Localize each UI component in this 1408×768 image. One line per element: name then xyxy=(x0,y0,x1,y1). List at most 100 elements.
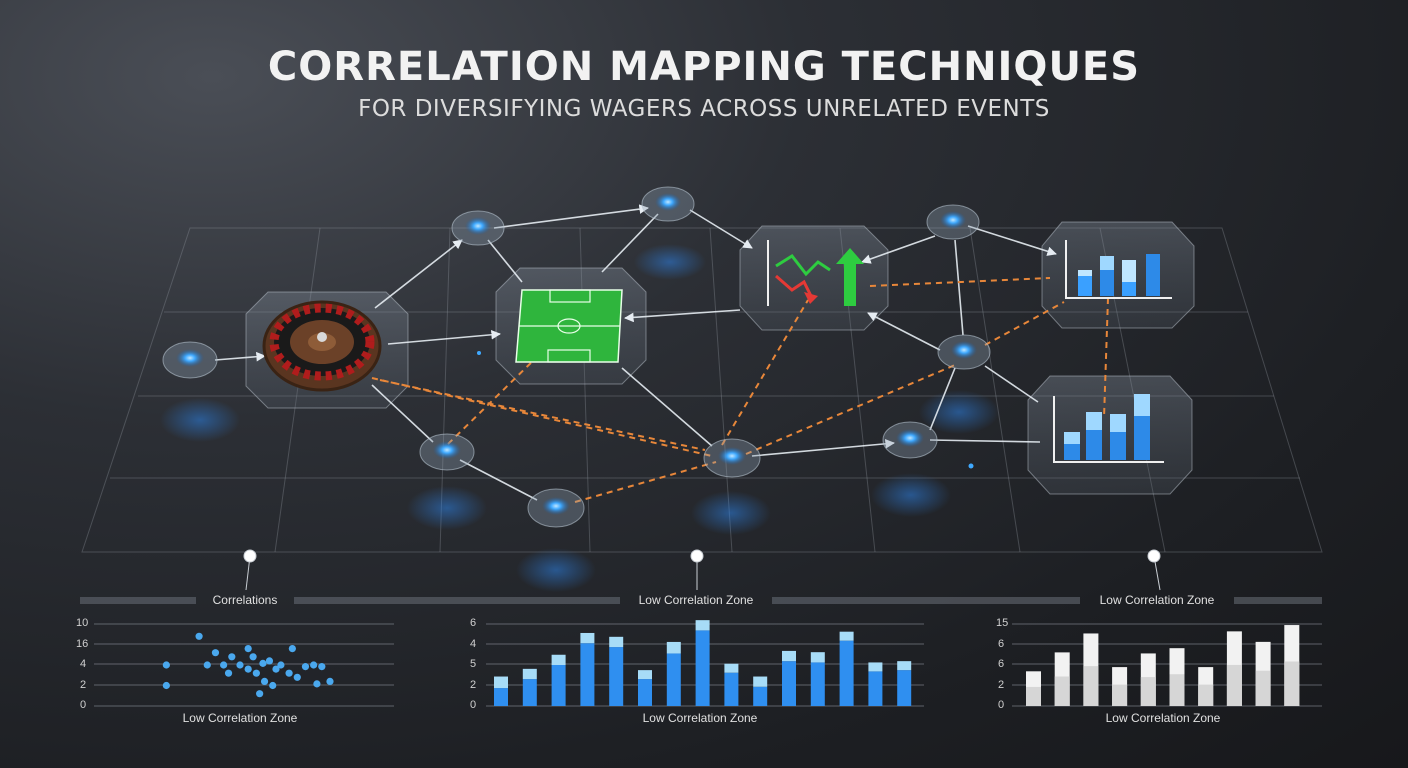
bar-segment xyxy=(638,679,652,706)
node-top-1[interactable] xyxy=(451,210,505,246)
bar-segment xyxy=(522,679,537,706)
scatter-point xyxy=(277,661,285,669)
scatter-point xyxy=(326,677,334,686)
chart-2-ytick: 2 xyxy=(470,679,477,691)
node-bottom-4[interactable] xyxy=(882,421,938,459)
scatter-point xyxy=(293,673,301,681)
scatter-point xyxy=(224,669,233,677)
scatter-point xyxy=(256,690,264,698)
scatter-point xyxy=(259,659,267,667)
scatter-point xyxy=(249,653,257,661)
soccer-field-icon xyxy=(515,289,623,363)
bar-segment xyxy=(782,661,796,706)
bar-shade xyxy=(1112,684,1128,706)
chart-2-ytick: 5 xyxy=(470,658,477,670)
chart-3-ytick: 15 xyxy=(996,617,1009,629)
chart-2-title: Low Correlation Zone xyxy=(638,593,754,607)
chart-header-bars xyxy=(80,597,1322,604)
bar-cap xyxy=(494,676,508,689)
bar-segment xyxy=(897,670,912,706)
trend-arrows-icon xyxy=(767,240,864,306)
bar-cap xyxy=(839,631,854,641)
bar-shade xyxy=(1255,670,1271,706)
node-top-3[interactable] xyxy=(926,204,980,240)
chart-3-ytick: 6 xyxy=(998,658,1005,670)
scatter-chart xyxy=(162,632,334,698)
chart-3-xlabel: Low Correlation Zone xyxy=(1105,711,1221,725)
scatter-point xyxy=(211,649,220,657)
scatter-point xyxy=(301,663,310,671)
panel-market xyxy=(739,225,889,331)
chart-1-ytick: 4 xyxy=(80,658,87,670)
bar-cap xyxy=(810,652,825,663)
bar-shade xyxy=(1083,666,1099,706)
bar-shade xyxy=(1169,674,1185,706)
chart-2-ytick: 6 xyxy=(470,617,477,629)
scatter-point xyxy=(269,681,277,690)
node-top-2[interactable] xyxy=(641,186,695,222)
scatter-point xyxy=(288,645,296,653)
correlation-lines xyxy=(371,277,1109,503)
page-subtitle: FOR DIVERSIFYING WAGERS ACROSS UNRELATED… xyxy=(358,96,1050,122)
scatter-point xyxy=(265,657,274,665)
scatter-point xyxy=(162,661,170,669)
chart-1-xlabel: Low Correlation Zone xyxy=(182,711,298,725)
chart-pins xyxy=(243,549,1161,591)
bar-segment xyxy=(695,630,710,706)
bar-cap xyxy=(695,620,710,631)
floor-glows xyxy=(160,244,999,592)
chart-2-ytick: 0 xyxy=(470,699,477,711)
page-title: CORRELATION MAPPING TECHNIQUES xyxy=(267,44,1141,90)
bar-cap xyxy=(868,662,883,672)
chart-1-title: Correlations xyxy=(212,593,278,607)
chart-3-title: Low Correlation Zone xyxy=(1099,593,1215,607)
bar-cap xyxy=(782,650,796,662)
link-lines xyxy=(214,204,1057,501)
scatter-point xyxy=(285,669,293,677)
scatter-point xyxy=(313,680,321,688)
bar-segment xyxy=(839,640,854,706)
panel-barchart-top xyxy=(1041,221,1195,329)
scatter-point xyxy=(228,653,236,661)
chart-2-ytick: 4 xyxy=(470,638,477,650)
node-right-mid[interactable] xyxy=(937,334,991,370)
chart-3-ytick: 6 xyxy=(998,638,1005,650)
bar-shade xyxy=(1284,661,1300,706)
node-bottom-3[interactable] xyxy=(703,438,761,478)
bar-shade xyxy=(1026,686,1041,706)
bar-segment xyxy=(494,688,508,706)
chart-1-ytick: 0 xyxy=(80,699,87,711)
bar-chart-icon-2 xyxy=(1053,394,1164,463)
bar-cap xyxy=(638,670,652,680)
bar-cap xyxy=(753,676,768,687)
scatter-point xyxy=(244,645,252,653)
bar-cap xyxy=(897,661,912,671)
scatter-point xyxy=(220,661,228,669)
bar-chart-right xyxy=(1026,625,1300,706)
node-bottom-2[interactable] xyxy=(527,488,585,528)
bar-shade xyxy=(1054,676,1070,706)
bar-segment xyxy=(666,653,681,706)
chart-3-ytick: 0 xyxy=(998,699,1005,711)
bar-cap xyxy=(609,636,624,648)
scatter-point xyxy=(244,665,252,673)
bar-cap xyxy=(522,668,537,680)
bar-segment xyxy=(810,662,825,706)
bar-shade xyxy=(1226,664,1242,706)
bar-segment xyxy=(724,672,739,706)
bar-cap xyxy=(724,663,739,673)
bar-cap xyxy=(580,632,595,644)
bar-segment xyxy=(868,671,883,706)
roulette-wheel-icon xyxy=(262,300,382,392)
scatter-point xyxy=(195,632,203,640)
bar-cap xyxy=(551,654,566,665)
scatter-point xyxy=(252,669,260,677)
bar-segment xyxy=(551,665,566,706)
bar-segment xyxy=(580,643,595,706)
scatter-point xyxy=(318,663,326,671)
bar-chart-middle xyxy=(494,620,912,706)
bar-chart-icon xyxy=(1065,240,1172,299)
node-bottom-1[interactable] xyxy=(419,433,475,471)
node-left[interactable] xyxy=(162,341,218,379)
